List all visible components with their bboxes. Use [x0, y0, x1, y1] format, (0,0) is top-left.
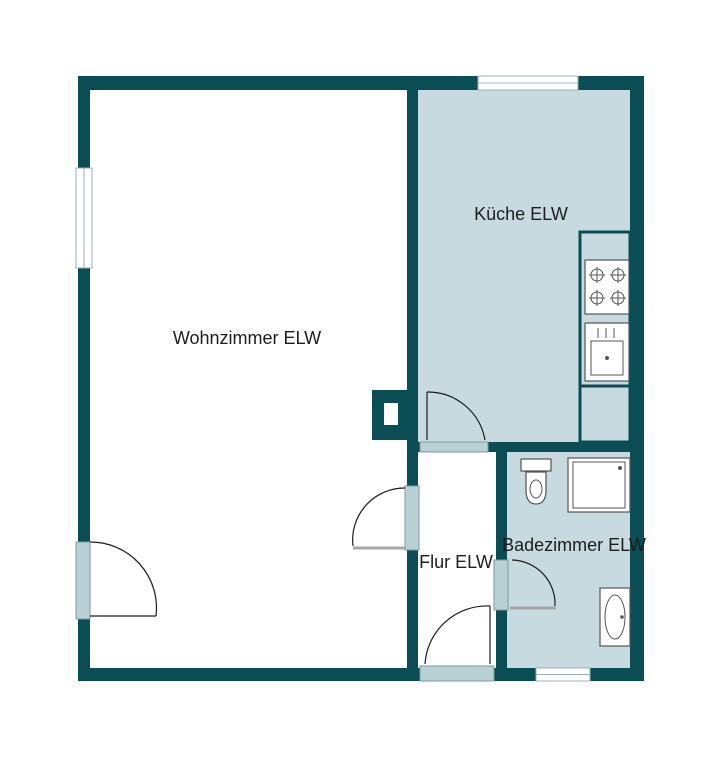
label-wohnzimmer: Wohnzimmer ELW [173, 328, 321, 348]
room-wohnzimmer [90, 90, 408, 668]
door-flur-entrance [419, 605, 495, 682]
door-wohnzimmer-outer [75, 541, 158, 620]
shower-tray-icon [567, 457, 631, 513]
label-flur: Flur ELW [419, 552, 493, 572]
label-kueche: Küche ELW [474, 204, 568, 224]
door-kueche [419, 391, 489, 453]
window-bad-bottom [535, 667, 591, 682]
door-flur-wohnzimmer [352, 485, 420, 551]
stove-icon [584, 259, 630, 315]
toilet-icon [520, 458, 552, 505]
label-bad: Badezimmer ELW [502, 535, 646, 555]
room-flur [418, 452, 496, 668]
kitchen-sink-icon [584, 322, 630, 382]
washbasin-icon [599, 587, 631, 647]
door-bad [493, 559, 556, 611]
window-kueche-top [477, 75, 579, 91]
window-wohnzimmer-left [75, 167, 93, 269]
